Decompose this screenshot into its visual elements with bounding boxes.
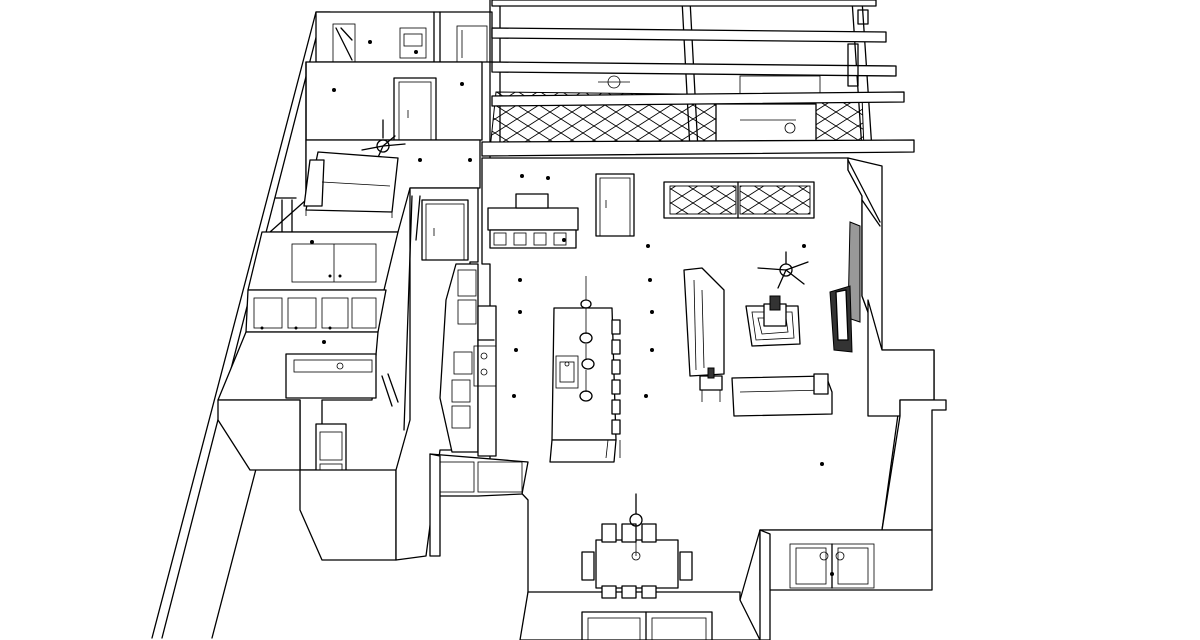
sofa [683,267,725,377]
bar-stools [605,319,621,459]
wardrobe [245,231,399,333]
right-walls [759,299,947,640]
sofa-2 [731,373,833,417]
kitchen [429,174,579,557]
hall-closet [305,61,483,201]
bed [303,151,399,218]
patio [481,0,915,161]
side-table [699,367,723,402]
tv-wall [829,221,861,353]
pendant-light-icon [579,276,595,402]
utility-closet [315,11,493,65]
bedroom [269,119,481,233]
ceiling-fan-icon [757,251,809,289]
dining-area [519,493,761,640]
dining-table [581,523,693,599]
kitchen-island [549,276,621,463]
rug [745,295,801,347]
living-room [683,221,861,417]
chandelier-icon [629,493,643,561]
